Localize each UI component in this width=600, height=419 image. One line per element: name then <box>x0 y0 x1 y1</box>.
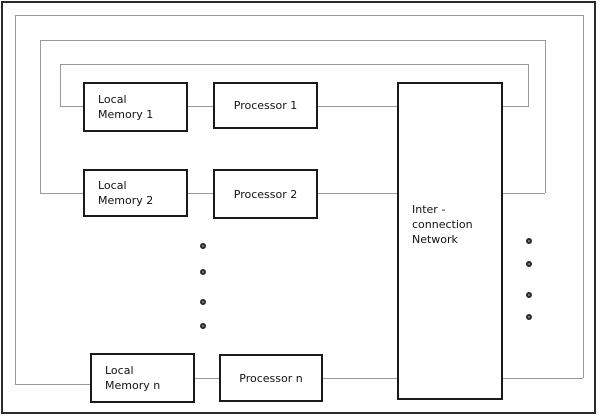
processor-1-label: Processor 1 <box>233 99 298 112</box>
wrap-c-left-line <box>60 64 61 106</box>
wrap-b-left-line <box>40 40 41 193</box>
processor2-network-link <box>318 193 397 194</box>
processor1-network-link <box>318 106 397 107</box>
wrap-b-entry-line <box>40 193 83 194</box>
wrap-a-entry-line <box>15 384 90 385</box>
processor-n-box: Processor n <box>219 354 323 402</box>
network-label-line1: Inter - <box>412 203 446 216</box>
local-memory-n-box: Local Memory n <box>90 353 195 403</box>
interconnection-network-box: Inter - connection Network <box>397 82 503 400</box>
network-label-line2: connection <box>412 218 473 231</box>
wrap-b-right-line <box>545 40 546 193</box>
ellipsis-dot-left-1 <box>200 243 206 249</box>
wrap-c-right-line <box>528 64 529 107</box>
wrap-c-entry-line <box>60 106 83 107</box>
ellipsis-dot-left-3 <box>200 299 206 305</box>
local-memory-1-box: Local Memory 1 <box>83 82 188 132</box>
diagram-frame <box>1 1 596 414</box>
processor-2-box: Processor 2 <box>213 169 318 219</box>
processor-2-label: Processor 2 <box>233 187 298 201</box>
wrap-a-left-line <box>15 15 16 384</box>
local-memory-n-label-line1: Local <box>105 364 134 377</box>
wrap-a-top-line <box>15 15 584 16</box>
processor-1-box: Processor 1 <box>213 82 318 129</box>
ellipsis-dot-right-3 <box>526 292 532 298</box>
wrap-c-top-line <box>60 64 529 65</box>
wrap-b-top-line <box>40 40 546 41</box>
local-memory-2-box: Local Memory 2 <box>83 169 188 217</box>
local-memory-2-label-line1: Local <box>98 179 127 192</box>
local-memory-1-label-line2: Memory 1 <box>98 108 154 121</box>
local-memory-2-label-line2: Memory 2 <box>98 194 154 207</box>
network-label-line3: Network <box>412 233 458 246</box>
memoryn-processorn-link <box>195 378 219 379</box>
wrap-a-right-line <box>583 15 584 378</box>
local-memory-n-label-line2: Memory n <box>105 379 161 392</box>
local-memory-1-label-line1: Local <box>98 93 127 106</box>
processor-n-label: Processor n <box>239 371 303 385</box>
wrap-c-exit-line <box>503 106 528 107</box>
memory2-processor2-link <box>188 193 213 194</box>
wrap-a-exit-line <box>503 378 583 379</box>
wrap-b-exit-line <box>503 193 545 194</box>
ellipsis-dot-right-4 <box>526 314 532 320</box>
ellipsis-dot-right-1 <box>526 238 532 244</box>
processorn-network-link <box>323 378 397 379</box>
memory1-processor1-link <box>188 106 213 107</box>
ellipsis-dot-left-2 <box>200 269 206 275</box>
ellipsis-dot-right-2 <box>526 261 532 267</box>
ellipsis-dot-left-4 <box>200 323 206 329</box>
